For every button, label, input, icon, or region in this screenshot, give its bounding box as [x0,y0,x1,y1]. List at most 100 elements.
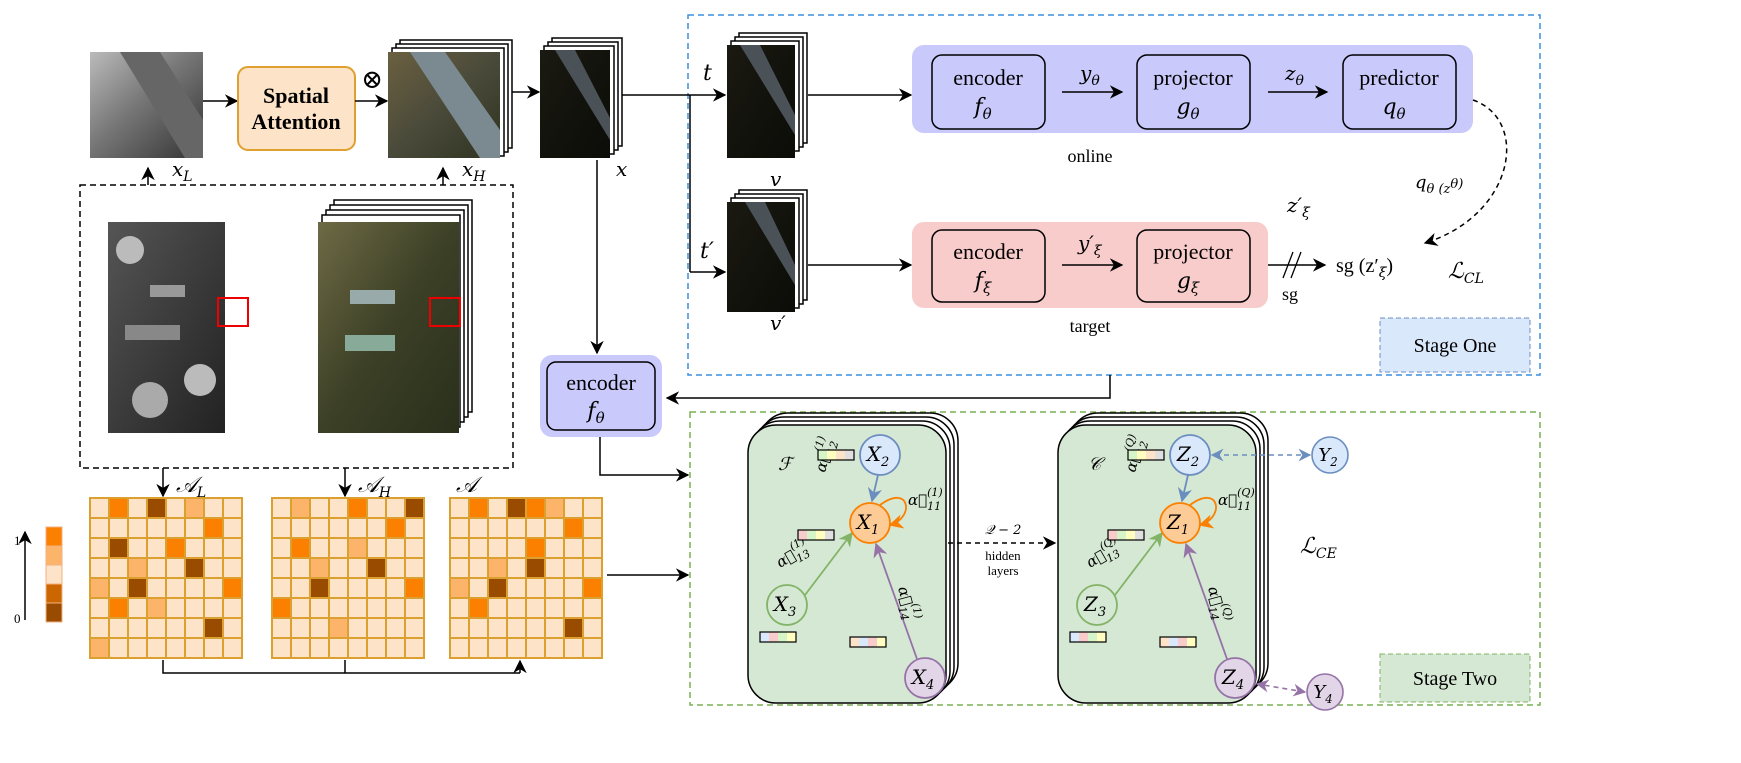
grid-cell [584,619,601,637]
grid-cell [584,579,601,597]
grid-cell [565,639,582,657]
scale-swatch [45,545,63,566]
grid-cell [406,499,423,517]
grid-cell [584,559,601,577]
attention-weight: α⃗11(Q) [1218,486,1255,513]
graph-label: ℱ [778,454,795,475]
grid-cell [470,519,487,537]
grid-cell [110,599,127,617]
svg-text:qθ: qθ [1382,95,1405,123]
grid-cell [527,559,544,577]
grid-cell [387,599,404,617]
online-label: online [1068,146,1113,166]
grid-cell [148,539,165,557]
grid-cell [489,639,506,657]
online-encoder: encoder fθ [931,54,1046,130]
grid-cell [148,599,165,617]
grid-cell [508,639,525,657]
grid-cell [387,579,404,597]
attention-weight: α⃗11(1) [908,486,943,513]
grid-cell [489,539,506,557]
grid-cell [368,559,385,577]
svg-text:y′ξ: y′ξ [1077,231,1103,259]
grid-cell [224,559,241,577]
grid-cell [167,559,184,577]
grid-cell [508,519,525,537]
grid-cell [91,559,108,577]
grid-cell [311,599,328,617]
grid-cell [129,639,146,657]
grid-cell [224,499,241,517]
graph-node: Z1 [1159,502,1201,544]
grid-cell [129,539,146,557]
target-encoder: encoder fξ [931,229,1046,303]
grid-cell [546,559,563,577]
grid-cell [584,599,601,617]
grid-cell [330,579,347,597]
grid-cell [368,599,385,617]
grid-cell [565,579,582,597]
lidar-scene-image [108,222,249,433]
svg-text:Spatial: Spatial [263,83,329,108]
grid-cell [186,519,203,537]
grid-cell [148,619,165,637]
grid-cell [129,499,146,517]
grid-cell [406,519,423,537]
grid-cell [224,639,241,657]
label-t: t [703,61,712,86]
attention-grid [89,497,243,659]
svg-text:X3: X3 [772,592,797,620]
attention-weight: α⃗14(1) [890,583,925,624]
label-node: Y2 [1311,436,1349,474]
grid-cell [167,539,184,557]
grid-cell [546,519,563,537]
attention-grids [89,497,603,659]
grid-cell [470,599,487,617]
grid-cell [470,559,487,577]
grid-cell [91,539,108,557]
prediction-arrow [1423,99,1508,246]
grid-cell [292,619,309,637]
sg-label: sg [1282,284,1298,304]
grid-cell [205,539,222,557]
grid-cell [205,579,222,597]
graph-node: Z2 [1169,434,1211,476]
grid-cell [292,599,309,617]
grid-cell [273,619,290,637]
svg-text:X2: X2 [865,442,890,470]
grid-cell [186,639,203,657]
grid-cell [91,619,108,637]
grid-cell [205,619,222,637]
label-t-prime: t′ [700,239,714,264]
stop-gradient-icon [1282,251,1294,279]
grid-cell [387,559,404,577]
grid-cell [205,559,222,577]
grid-cell [584,519,601,537]
svg-text:gξ: gξ [1177,269,1200,297]
grid-cell [148,579,165,597]
grid-cell [224,539,241,557]
grid-cell [368,519,385,537]
target-network: encoder fξ y′ξ projector gξ [912,222,1268,308]
loss-ce: ℒCE [1300,534,1337,562]
graph-node: Z4 [1214,657,1256,699]
svg-text:encoder: encoder [953,65,1023,90]
grid-cell [406,619,423,637]
svg-text:gθ: gθ [1176,95,1199,123]
source-images-frame [79,184,514,469]
grid-cell [330,519,347,537]
grid-cell [110,539,127,557]
svg-text:projector: projector [1153,65,1233,90]
grid-cell [387,619,404,637]
grid-cell [527,639,544,657]
hidden-label-2: layers [987,563,1018,578]
target-z-label: z′ξ [1286,193,1311,221]
grid-cell [292,539,309,557]
grid-cell [224,579,241,597]
grid-cell [489,499,506,517]
svg-text:projector: projector [1153,239,1233,264]
grid-cell [292,519,309,537]
svg-text:Stage Two: Stage Two [1413,668,1497,690]
grid-cell [349,519,366,537]
